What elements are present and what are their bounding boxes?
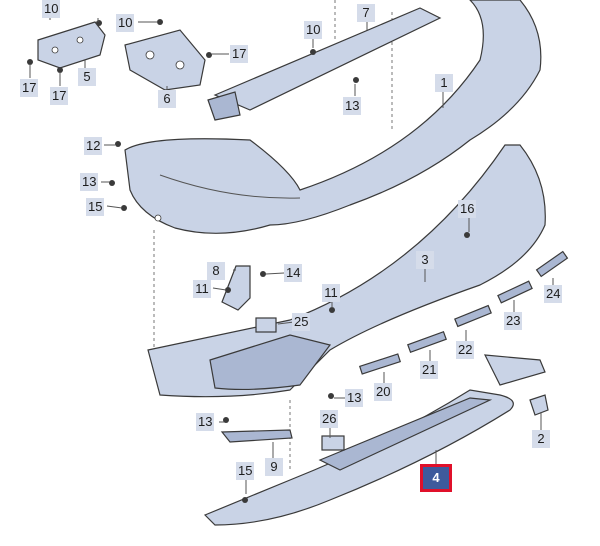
callout-14: 14 xyxy=(284,264,303,282)
callout-17: 17 xyxy=(230,45,249,63)
callout-12: 12 xyxy=(84,137,103,155)
callout-25: 25 xyxy=(292,313,311,331)
bracket-part-5 xyxy=(37,21,106,69)
callout-13: 13 xyxy=(196,413,215,431)
leader-lines xyxy=(29,14,554,494)
callout-13: 13 xyxy=(345,389,364,407)
callout-17: 17 xyxy=(20,79,39,97)
trim-strip-part-20 xyxy=(358,353,402,375)
guide-rail-part-7 xyxy=(207,7,442,121)
callout-6: 6 xyxy=(158,90,176,108)
trim-strip-part-21 xyxy=(407,330,447,354)
callout-13: 13 xyxy=(80,173,99,191)
callout-13: 13 xyxy=(343,97,362,115)
callout-5: 5 xyxy=(78,68,96,86)
callout-2: 2 xyxy=(532,430,550,448)
callout-20: 20 xyxy=(374,383,393,401)
trim-strip-part-24 xyxy=(535,250,569,278)
diffuser-part-4 xyxy=(203,389,514,526)
callout-10: 10 xyxy=(42,0,61,18)
callout-16: 16 xyxy=(458,200,477,218)
clip-part-2 xyxy=(529,394,549,416)
callout-8: 8 xyxy=(207,262,225,280)
callout-22: 22 xyxy=(456,341,475,359)
callout-15: 15 xyxy=(86,198,105,216)
callout-11: 11 xyxy=(322,284,340,302)
callout-24: 24 xyxy=(544,285,563,303)
callout-1: 1 xyxy=(435,74,453,92)
trim-strip-part-23 xyxy=(497,280,533,304)
bracket-part-8 xyxy=(221,265,251,311)
callout-26: 26 xyxy=(320,410,339,428)
callout-11: 11 xyxy=(193,280,211,298)
bracket-part-6 xyxy=(124,29,206,91)
callout-15: 15 xyxy=(236,462,255,480)
trim-strip-part-22 xyxy=(454,304,492,328)
callout-10: 10 xyxy=(304,21,323,39)
callout-4-highlighted[interactable]: 4 xyxy=(420,464,452,492)
clip-part-25 xyxy=(255,317,277,333)
callout-21: 21 xyxy=(420,361,439,379)
clip-part-26 xyxy=(321,435,345,451)
callout-7: 7 xyxy=(357,4,375,22)
callout-3: 3 xyxy=(416,251,434,269)
callout-10: 10 xyxy=(116,14,135,32)
trim-part-9 xyxy=(220,429,293,443)
callout-9: 9 xyxy=(265,458,283,476)
bumper-cover-upper-part-1 xyxy=(124,0,542,234)
callout-23: 23 xyxy=(504,312,523,330)
callout-17: 17 xyxy=(50,87,69,105)
fasteners xyxy=(27,5,470,503)
bracket-part-2 xyxy=(483,354,546,386)
bumper-carrier-part-3 xyxy=(147,144,546,398)
